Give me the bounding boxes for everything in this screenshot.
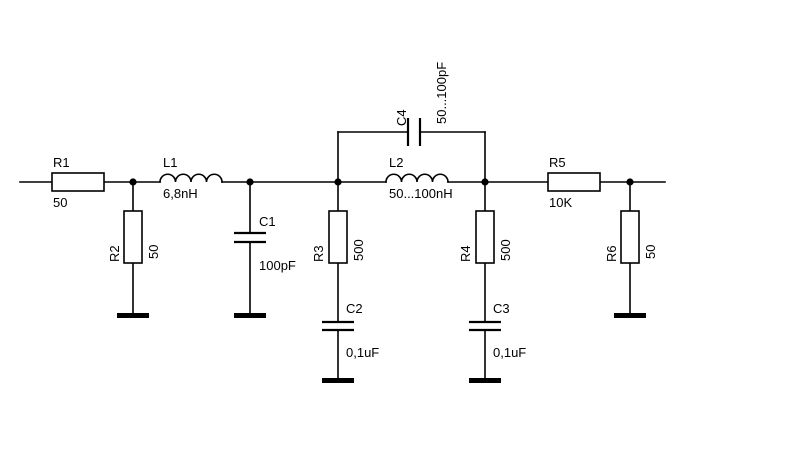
r2-ref: R2 [107,245,122,262]
ground-symbol [234,313,266,318]
c2-value: 0,1uF [346,345,379,360]
resistor-r3: R3 500 [311,210,366,264]
c4-ref: C4 [394,109,409,126]
c4-loop [337,131,486,183]
r3-ref: R3 [311,245,326,262]
capacitor-c1: C1 100pF [234,214,296,273]
branch-wires [132,181,631,380]
resistor-r2: R2 50 [107,210,161,264]
junction-node [334,178,342,186]
l2-value: 50...100nH [389,186,453,201]
r4-ref: R4 [458,245,473,262]
junction-node [481,178,489,186]
resistor-r5: R5 10K [547,155,601,210]
capacitor-c3: C3 0,1uF [469,301,526,360]
r1-ref: R1 [53,155,70,170]
r5-ref: R5 [549,155,566,170]
r3-value: 500 [351,239,366,261]
l1-value: 6,8nH [163,186,198,201]
r1-value: 50 [53,195,67,210]
c4-value: 50...100pF [434,62,449,124]
junction-node [246,178,254,186]
ground-symbol [117,313,149,318]
l1-ref: L1 [163,155,177,170]
inductor-l1: L1 6,8nH [159,155,223,201]
c1-value: 100pF [259,258,296,273]
ground-symbol [322,378,354,383]
inductor-l2: L2 50...100nH [385,155,453,201]
junction-node [626,178,634,186]
resistor-r1: R1 50 [51,155,105,210]
ground-symbol [469,378,501,383]
resistor-r6: R6 50 [604,210,658,264]
r6-value: 50 [643,245,658,259]
c1-ref: C1 [259,214,276,229]
c3-value: 0,1uF [493,345,526,360]
r5-value: 10K [549,195,572,210]
l2-ref: L2 [389,155,403,170]
capacitor-c4: C4 50...100pF [394,62,449,146]
ground-symbol [614,313,646,318]
resistor-r4: R4 500 [458,210,513,264]
r4-value: 500 [498,239,513,261]
r2-value: 50 [146,245,161,259]
c2-ref: C2 [346,301,363,316]
r6-ref: R6 [604,245,619,262]
capacitor-c2: C2 0,1uF [322,301,379,360]
c3-ref: C3 [493,301,510,316]
junction-node [129,178,137,186]
